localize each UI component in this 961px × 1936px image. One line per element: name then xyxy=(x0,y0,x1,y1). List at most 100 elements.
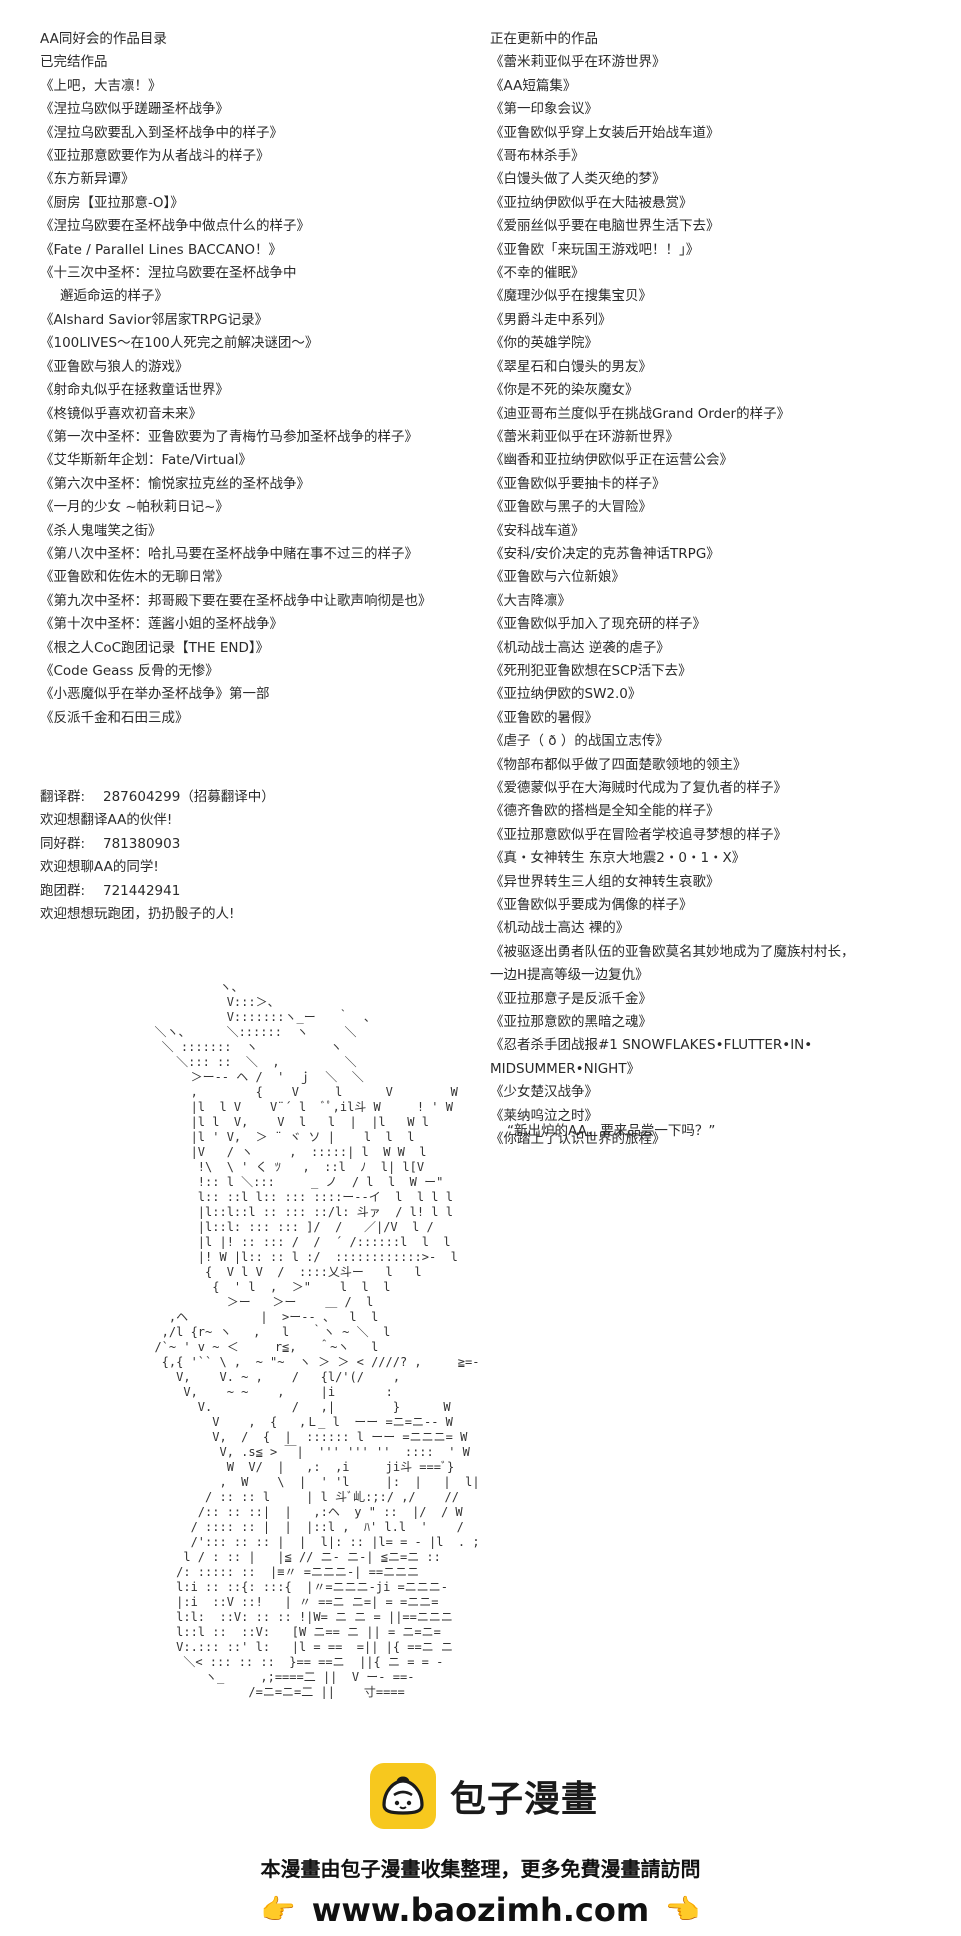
work-title: 《Fate / Parallel Lines BACCANO！》 xyxy=(40,241,283,258)
work-title: 《魔理沙似乎在搜集宝贝》 xyxy=(490,288,652,305)
work-title: 《大吉降凛》 xyxy=(490,592,571,609)
work-title: 《你是不死的染灰魔女》 xyxy=(490,382,639,399)
work-title: 《不幸的催眠》 xyxy=(490,265,585,282)
group-description: 欢迎想翻译AA的伙伴! xyxy=(40,812,173,829)
ascii-art-character: ヽ、 V:::＞、 V:::::::ヽ_ー ｀ 、 ＼ヽ、 ＼:::::: ヽ … xyxy=(154,980,480,1699)
work-title: 《杀人鬼嗤笑之街》 xyxy=(40,522,162,539)
work-title: 《异世界转生三人组的女神转生哀歌》 xyxy=(490,873,720,890)
work-title: 《第八次中圣杯：哈扎马要在圣杯战争中赌在事不过三的样子》 xyxy=(40,545,418,562)
group-description: 欢迎想聊AA的同学! xyxy=(40,859,159,876)
work-title: 《第十次中圣杯：莲酱小姐的圣杯战争》 xyxy=(40,616,283,633)
pointing-hand-left-icon: 👈 xyxy=(665,1893,701,1926)
ongoing-works-list: 《蕾米莉亚似乎在环游世界》《AA短篇集》《第一印象会议》《亚鲁欧似乎穿上女装后开… xyxy=(490,51,940,1151)
work-title: 《德齐鲁欧的搭档是全知全能的样子》 xyxy=(490,803,720,820)
work-title: 《亚鲁欧似乎要成为偶像的样子》 xyxy=(490,897,693,914)
work-title: 《被驱逐出勇者队伍的亚鲁欧莫名其妙地成为了魔族村村长， xyxy=(490,943,855,960)
group-description: 欢迎想想玩跑团，扔扔骰子的人! xyxy=(40,906,235,923)
work-title: 《亚拉那意欧要作为从者战斗的样子》 xyxy=(40,148,270,165)
work-title: 《亚拉那意欧似乎在冒险者学校追寻梦想的样子》 xyxy=(490,826,787,843)
brand-logo: 包子漫畫 xyxy=(370,1763,598,1829)
group-trpg: 跑团群: 721442941 xyxy=(40,880,460,903)
work-title: 《AA短篇集》 xyxy=(490,77,577,94)
work-title: 《翠星石和白馒头的男友》 xyxy=(490,358,652,375)
work-title: 一边H提高等级一边复仇》 xyxy=(490,967,649,984)
work-title: 《安科战车道》 xyxy=(490,522,585,539)
work-title: 《第一次中圣杯：亚鲁欧要为了青梅竹马参加圣杯战争的样子》 xyxy=(40,428,418,445)
work-title: 邂逅命运的样子》 xyxy=(60,288,168,305)
work-title: 《第六次中圣杯：愉悦家拉克丝的圣杯战争》 xyxy=(40,475,310,492)
work-title: 《哥布林杀手》 xyxy=(490,148,585,165)
work-title: 《蕾米莉亚似乎在环游新世界》 xyxy=(490,428,679,445)
work-title: 《一月的少女 ~帕秋莉日记~》 xyxy=(40,499,229,516)
work-title: 《Code Geass 反骨的无惨》 xyxy=(40,662,219,679)
work-title: 《亚拉纳伊欧似乎在大陆被悬赏》 xyxy=(490,194,693,211)
group-number: 287604299（招募翻译中） xyxy=(103,789,275,805)
work-title: 《第九次中圣杯：邦哥殿下要在要在圣杯战争中让歌声响彻是也》 xyxy=(40,592,432,609)
work-title: 《迪亚哥布兰度似乎在挑战Grand Order的样子》 xyxy=(490,405,791,422)
work-title: 《100LIVES～在100人死完之前解决谜团～》 xyxy=(40,335,319,352)
pointing-hand-right-icon: 👉 xyxy=(260,1893,296,1926)
work-title: 《幽香和亚拉纳伊欧似乎正在运营公会》 xyxy=(490,452,733,469)
group-label: 翻译群: xyxy=(40,789,86,805)
work-title: 《第一印象会议》 xyxy=(490,101,598,118)
group-translation: 翻译群: 287604299（招募翻译中） xyxy=(40,786,460,809)
work-title: 《安科/安价决定的克苏鲁神话TRPG》 xyxy=(490,545,720,562)
work-title: 《亚鲁欧和佐佐木的无聊日常》 xyxy=(40,569,229,586)
site-url-link[interactable]: www.baozimh.com xyxy=(311,1891,650,1929)
work-title: 《亚鲁欧似乎加入了现充研的样子》 xyxy=(490,616,706,633)
completed-works-list: 《上吧，大吉凛！》《涅拉乌欧似乎蹉跚圣杯战争》《涅拉乌欧要乱入到圣杯战争中的样子… xyxy=(40,75,480,730)
ongoing-works-column: 正在更新中的作品 《蕾米莉亚似乎在环游世界》《AA短篇集》《第一印象会议》《亚鲁… xyxy=(490,28,940,1152)
work-title: 《男爵斗走中系列》 xyxy=(490,311,612,328)
work-title: 《涅拉乌欧要在圣杯战争中做点什么的样子》 xyxy=(40,218,310,235)
catalog-title: AA同好会的作品目录 xyxy=(40,31,167,47)
work-title: 《十三次中圣杯：涅拉乌欧要在圣杯战争中 xyxy=(40,265,297,282)
contact-groups: 翻译群: 287604299（招募翻译中） 欢迎想翻译AA的伙伴! 同好群: 781… xyxy=(40,786,460,926)
work-title: MIDSUMMER•NIGHT》 xyxy=(490,1060,641,1077)
work-title: 《亚鲁欧似乎要抽卡的样子》 xyxy=(490,475,666,492)
work-title: 《亚鲁欧与黑子的大冒险》 xyxy=(490,499,652,516)
group-number: 781380903 xyxy=(103,835,181,852)
work-title: 《你踏上了认识世界的旅程》 xyxy=(490,1131,666,1148)
work-title: 《亚鲁欧与六位新娘》 xyxy=(490,569,625,586)
work-title: 《蕾米莉亚似乎在环游世界》 xyxy=(490,54,666,71)
work-title: 《物部布都似乎做了四面楚歌领地的领主》 xyxy=(490,756,747,773)
work-title: 《亚拉那意子是反派千金》 xyxy=(490,990,652,1007)
work-title: 《小恶魔似乎在举办圣杯战争》第一部 xyxy=(40,686,270,703)
work-title: 《爱德蒙似乎在大海贼时代成为了复仇者的样子》 xyxy=(490,780,787,796)
work-title: 《反派千金和石田三成》 xyxy=(40,709,189,726)
work-title: 《亚拉那意欧的黑暗之魂》 xyxy=(490,1014,652,1031)
completed-heading: 已完结作品 xyxy=(40,54,108,71)
work-title: 《莱纳呜泣之时》 xyxy=(490,1107,598,1124)
work-title: 《爱丽丝似乎要在电脑世界生活下去》 xyxy=(490,218,720,235)
group-fans: 同好群: 781380903 xyxy=(40,833,460,856)
footer-url-row: 👉 www.baozimh.com 👈 xyxy=(0,1891,961,1929)
work-title: 《忍者杀手团战报#1 SNOWFLAKES•FLUTTER•IN• xyxy=(490,1037,813,1054)
group-label: 跑团群: xyxy=(40,882,86,899)
work-title: 《白馒头做了人类灭绝的梦》 xyxy=(490,171,666,188)
work-title: 《亚鲁欧的暑假》 xyxy=(490,709,598,726)
group-number: 721442941 xyxy=(103,882,181,899)
brand-name: 包子漫畫 xyxy=(450,1779,599,1820)
work-title: 《亚鲁欧「来玩国王游戏吧！！」》 xyxy=(490,241,700,258)
work-title: 《你的英雄学院》 xyxy=(490,335,598,352)
work-title: 《柊镜似乎喜欢初音未来》 xyxy=(40,405,202,422)
work-title: 《亚鲁欧与狼人的游戏》 xyxy=(40,358,189,375)
work-title: 《东方新异谭》 xyxy=(40,171,135,188)
footer-notice: 本漫畫由包子漫畫收集整理，更多免費漫畫請訪問 xyxy=(260,1857,701,1881)
watermark-footer: 包子漫畫 本漫畫由包子漫畫收集整理，更多免費漫畫請訪問 👉 www.baozimh… xyxy=(0,1755,961,1936)
bun-logo-icon xyxy=(370,1763,436,1829)
work-title: 《根之人CoC跑团记录【THE END】》 xyxy=(40,639,270,656)
work-title: 《机动战士高达 裸的》 xyxy=(490,920,630,937)
quote-text: “新出炉的AA，要来品尝一下吗？” xyxy=(507,1123,716,1139)
group-label: 同好群: xyxy=(40,835,86,852)
work-title: 《亚拉纳伊欧的SW2.0》 xyxy=(490,686,642,703)
completed-works-column: AA同好会的作品目录 已完结作品 《上吧，大吉凛！》《涅拉乌欧似乎蹉跚圣杯战争》… xyxy=(40,28,480,730)
work-title: 《涅拉乌欧要乱入到圣杯战争中的样子》 xyxy=(40,124,283,141)
work-title: 《Alshard Savior邻居家TRPG记录》 xyxy=(40,311,269,328)
work-title: 《涅拉乌欧似乎蹉跚圣杯战争》 xyxy=(40,101,229,118)
work-title: 《虐子（ ð ）的战国立志传》 xyxy=(490,733,669,750)
work-title: 《真・女神转生 东京大地震2・0・1・X》 xyxy=(490,850,746,867)
work-title: 《艾华斯新年企划：Fate/Virtual》 xyxy=(40,452,253,469)
work-title: 《亚鲁欧似乎穿上女装后开始战车道》 xyxy=(490,124,720,141)
work-title: 《死刑犯亚鲁欧想在SCP活下去》 xyxy=(490,662,692,679)
